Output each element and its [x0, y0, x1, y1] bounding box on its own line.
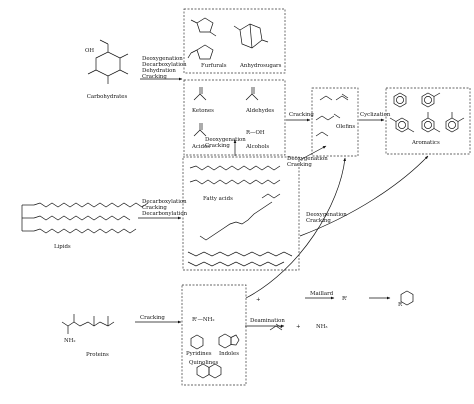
ammonia-formula: NH₃ [316, 324, 328, 330]
condition-line: Deoxygenation [142, 56, 183, 62]
condition-line: Decarboxylation [142, 199, 187, 205]
glucose-structure [87, 39, 129, 84]
indoles-label: Indoles [219, 351, 239, 357]
condition-line: Deoxygenation [287, 156, 328, 162]
fatty-aromatic-conditions: Deoxygenation Cracking [306, 212, 347, 224]
condition-line: Dehydration [142, 68, 176, 74]
triglyceride-structure [21, 202, 149, 234]
oxygenates-box [183, 79, 286, 156]
lipids-label: Lipids [54, 244, 71, 250]
proteins-label: Proteins [86, 352, 109, 358]
condition-line: Cracking [287, 162, 312, 168]
plus-sign: + [256, 297, 261, 303]
condition-line: Deoxygenation [205, 137, 246, 143]
quinolines-label: Quinolines [189, 360, 219, 366]
maillard-label: Maillard [310, 291, 334, 297]
fatty-acids-label: Fatty acids [203, 196, 233, 202]
protein-structure [61, 314, 115, 334]
condition-line: Cracking [306, 218, 331, 224]
deamination-label: Deamination [250, 318, 285, 324]
pyridines-label: Pyridines [186, 351, 212, 357]
protein-nh2-label: NH₂ [64, 338, 76, 344]
alcohols-label: Alcohols [246, 144, 270, 150]
fatty-olefin-conditions: Deoxygenation Cracking [287, 156, 328, 168]
furans-box [183, 8, 286, 74]
fatty-acid-chains [187, 165, 293, 267]
condition-line: Decarboxylation [142, 62, 187, 68]
fatty-acids-box [182, 156, 300, 271]
furfurals-label: Furfurals [201, 63, 227, 69]
condition-line: Deoxygenation [306, 212, 347, 218]
aromatics-box [385, 87, 471, 155]
protein-cracking-label: Cracking [140, 315, 165, 321]
aldehydes-label: Aldehydes [246, 108, 275, 114]
cyclization-label: Cyclization [360, 112, 391, 118]
lipid-conditions: Decarboxylation Cracking Decarbonylation [142, 199, 187, 217]
furfural-structures [187, 17, 217, 60]
olefin-structures [315, 93, 349, 137]
n-heterocycle-structures [190, 290, 414, 379]
glucose-oh-label: OH [85, 48, 95, 54]
fatty-to-aromatics-arrow [299, 155, 429, 237]
aromatic-structures [389, 92, 465, 133]
cracking-label: Cracking [289, 112, 314, 118]
carb-conditions: Deoxygenation Decarboxylation Dehydratio… [142, 56, 187, 80]
protein-to-olefins-arrow [245, 157, 347, 299]
anhydrosugars-label: Anhydrosugars [240, 63, 282, 69]
condition-line: Cracking [205, 143, 230, 149]
carbohydrates-label: Carbohydrates [86, 94, 128, 100]
condition-line: Decarbonylation [142, 211, 188, 217]
condition-line: Cracking [142, 74, 167, 80]
maillard-product-r: R' [342, 296, 348, 302]
condition-line: Cracking [142, 205, 167, 211]
carbonyl-structures [193, 87, 259, 137]
olefins-label: Olefins [336, 124, 356, 130]
nitrogen-box [181, 284, 247, 386]
anhydrosugar-structure [233, 23, 269, 49]
plus-sign: + [296, 324, 301, 330]
aromatics-label: Aromatics [412, 140, 440, 146]
acides-label: Acides [192, 144, 211, 150]
alcohol-formula: R—OH [246, 130, 265, 136]
amine-formula: R'—NH₂ [192, 317, 215, 323]
pyrazine-r: R [398, 302, 403, 308]
ketones-label: Ketones [192, 108, 214, 114]
olefins-box [311, 87, 359, 157]
fatty-to-olefins-arrow [299, 145, 327, 161]
fatty-deox-conditions: Deoxygenation Cracking [205, 137, 246, 149]
